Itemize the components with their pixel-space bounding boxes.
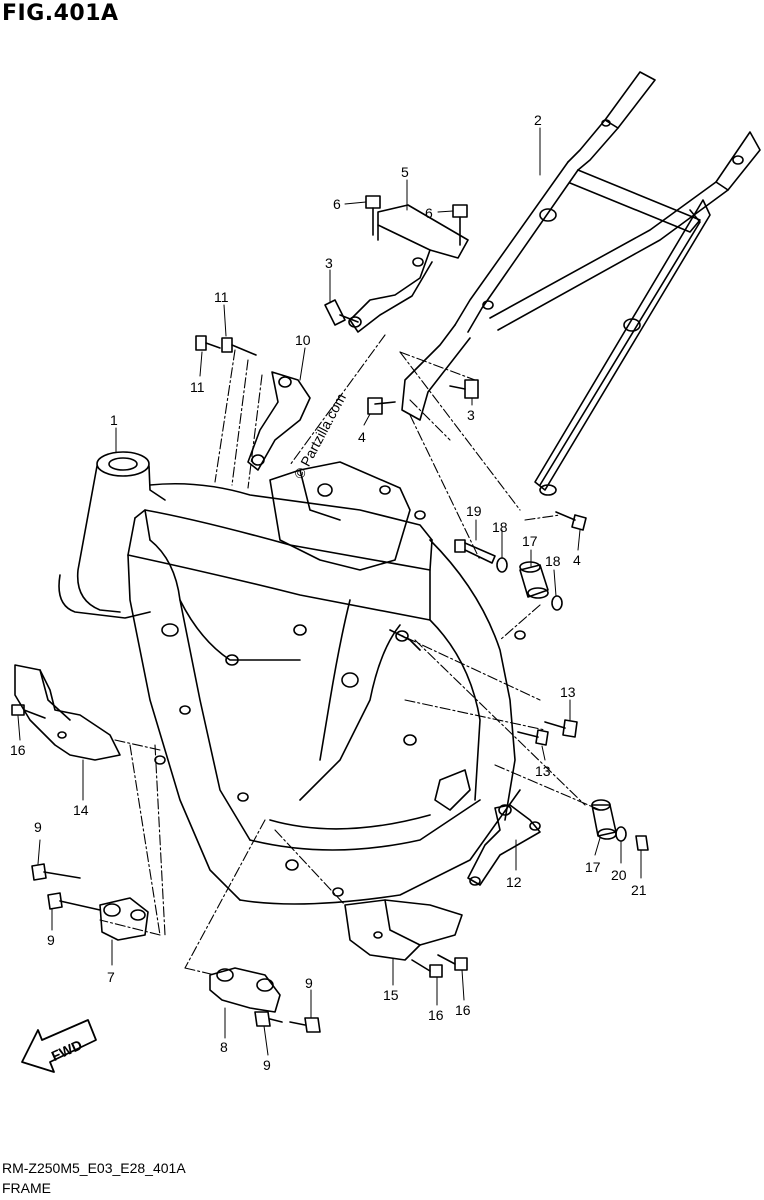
collar-17-upper[interactable] bbox=[519, 561, 549, 599]
callout-10[interactable]: 10 bbox=[295, 332, 311, 348]
callout-18-right[interactable]: 18 bbox=[545, 553, 561, 569]
alignment-lines bbox=[99, 334, 601, 976]
callout-15[interactable]: 15 bbox=[383, 987, 399, 1003]
bolt-4-lower[interactable] bbox=[555, 511, 587, 531]
diagram-caption: FRAME bbox=[2, 1180, 51, 1196]
callout-17-lower[interactable]: 17 bbox=[585, 859, 601, 875]
callout-3-upper[interactable]: 3 bbox=[325, 255, 333, 271]
callout-6-right[interactable]: 6 bbox=[425, 205, 433, 221]
callout-9-a[interactable]: 9 bbox=[34, 819, 42, 835]
bracket-8[interactable] bbox=[209, 967, 281, 1013]
guard-15[interactable] bbox=[344, 899, 463, 961]
bolt-6-right[interactable] bbox=[452, 204, 468, 246]
leader-lines bbox=[17, 127, 642, 1056]
bracket-12[interactable] bbox=[467, 804, 541, 886]
bolt-4-upper[interactable] bbox=[367, 397, 396, 415]
callout-11-upper[interactable]: 11 bbox=[214, 289, 229, 305]
washer-18-left[interactable] bbox=[496, 557, 508, 573]
callout-21[interactable]: 21 bbox=[631, 882, 647, 898]
bolt-9-lower-left[interactable] bbox=[47, 892, 101, 911]
bracket-10[interactable] bbox=[247, 371, 311, 471]
callout-4-upper[interactable]: 4 bbox=[358, 429, 366, 445]
callout-7[interactable]: 7 bbox=[107, 969, 115, 985]
watermark: © Partzilla.com bbox=[291, 391, 349, 482]
bolt-11-lower[interactable] bbox=[195, 335, 221, 351]
callout-17-upper[interactable]: 17 bbox=[522, 533, 538, 549]
nut-21[interactable] bbox=[635, 835, 649, 851]
callout-14[interactable]: 14 bbox=[73, 802, 89, 818]
callout-19[interactable]: 19 bbox=[466, 503, 482, 519]
diagram-code: RM-Z250M5_E03_E28_401A bbox=[2, 1160, 186, 1176]
callout-13-upper[interactable]: 13 bbox=[560, 684, 576, 700]
bolt-13-upper[interactable] bbox=[544, 719, 578, 738]
callout-3-lower[interactable]: 3 bbox=[467, 407, 475, 423]
washer-20[interactable] bbox=[615, 826, 627, 842]
callout-1[interactable]: 1 bbox=[110, 412, 118, 428]
callout-20[interactable]: 20 bbox=[611, 867, 627, 883]
callout-2[interactable]: 2 bbox=[534, 112, 542, 128]
callout-13-lower[interactable]: 13 bbox=[535, 763, 551, 779]
bolt-11-upper[interactable] bbox=[221, 337, 257, 356]
callout-16-guard[interactable]: 16 bbox=[10, 742, 26, 758]
bolt-16-right[interactable] bbox=[437, 954, 468, 971]
bracket-7[interactable] bbox=[99, 897, 149, 941]
bolt-9-lower-right[interactable] bbox=[289, 1017, 321, 1033]
bolt-6-left[interactable] bbox=[365, 195, 381, 236]
guard-14[interactable] bbox=[14, 664, 121, 761]
bolt-19[interactable] bbox=[454, 539, 496, 564]
callout-18-left[interactable]: 18 bbox=[492, 519, 508, 535]
bolt-16-left[interactable] bbox=[411, 959, 443, 978]
washer-18-right[interactable] bbox=[551, 595, 563, 611]
callout-16-right[interactable]: 16 bbox=[455, 1002, 471, 1018]
callout-4-lower[interactable]: 4 bbox=[573, 552, 581, 568]
callout-11-lower[interactable]: 11 bbox=[190, 379, 205, 395]
bolt-13-lower[interactable] bbox=[517, 729, 549, 746]
bolt-3-upper[interactable] bbox=[324, 299, 359, 326]
callout-6-left[interactable]: 6 bbox=[333, 196, 341, 212]
callout-9-b[interactable]: 9 bbox=[47, 932, 55, 948]
callout-12[interactable]: 12 bbox=[506, 874, 522, 890]
rear-subframe[interactable] bbox=[401, 71, 761, 496]
bolt-16-guard-14[interactable] bbox=[11, 704, 46, 719]
bracket-5[interactable] bbox=[348, 204, 469, 333]
callout-9-d[interactable]: 9 bbox=[305, 975, 313, 991]
callout-5[interactable]: 5 bbox=[401, 164, 409, 180]
callout-9-c[interactable]: 9 bbox=[263, 1057, 271, 1073]
callout-16-left[interactable]: 16 bbox=[428, 1007, 444, 1023]
main-frame[interactable] bbox=[58, 451, 526, 905]
callout-8[interactable]: 8 bbox=[220, 1039, 228, 1055]
fwd-arrow-icon bbox=[21, 1019, 97, 1073]
collar-17-lower[interactable] bbox=[591, 799, 617, 840]
bolt-9-lower-mid[interactable] bbox=[254, 1011, 283, 1027]
bolt-9-upper-left[interactable] bbox=[31, 863, 81, 881]
bolt-3-lower[interactable] bbox=[449, 379, 479, 399]
figure-title: FIG.401A bbox=[2, 1, 119, 26]
